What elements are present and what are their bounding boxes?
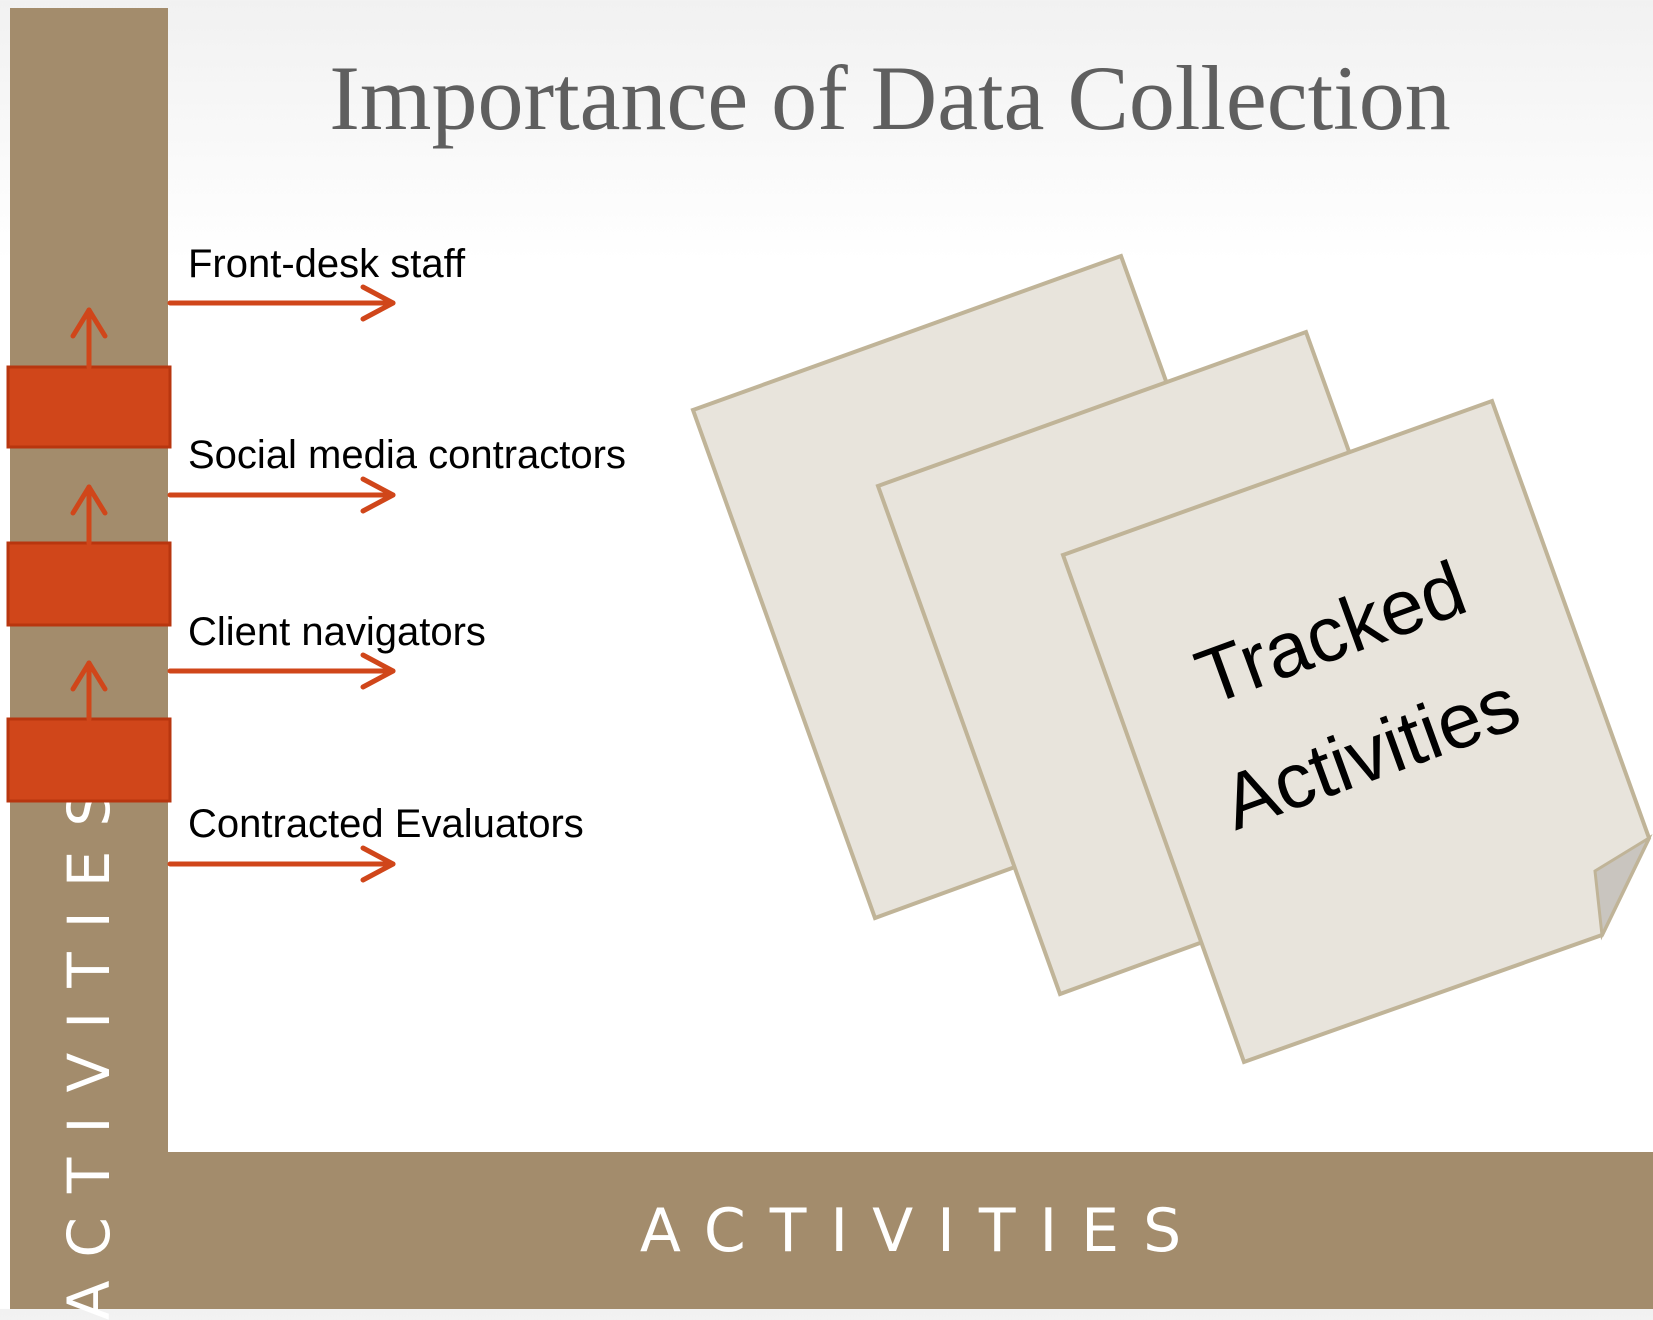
up-arrow-icon xyxy=(70,307,108,370)
up-arrow-icon xyxy=(70,484,108,546)
actor-label-social-media: Social media contractors xyxy=(188,433,626,477)
up-arrow-icon xyxy=(70,660,108,722)
vertical-activities-bar xyxy=(10,8,168,1309)
right-arrow-icon xyxy=(167,652,396,690)
horizontal-axis-label: ACTIVITIES xyxy=(639,1195,1206,1266)
horizontal-activities-bar xyxy=(168,1152,1653,1309)
actor-label-front-desk: Front-desk staff xyxy=(188,242,466,286)
actor-label-client-navigators: Client navigators xyxy=(188,610,486,654)
right-arrow-icon xyxy=(167,845,396,883)
step-block xyxy=(6,541,172,627)
page-curl xyxy=(1593,834,1653,941)
step-block xyxy=(6,365,172,449)
right-arrow-icon xyxy=(167,284,396,322)
right-arrow-icon xyxy=(167,476,396,514)
actor-label-contracted-evaluators: Contracted Evaluators xyxy=(188,802,584,846)
slide-title: Importance of Data Collection xyxy=(329,47,1451,149)
